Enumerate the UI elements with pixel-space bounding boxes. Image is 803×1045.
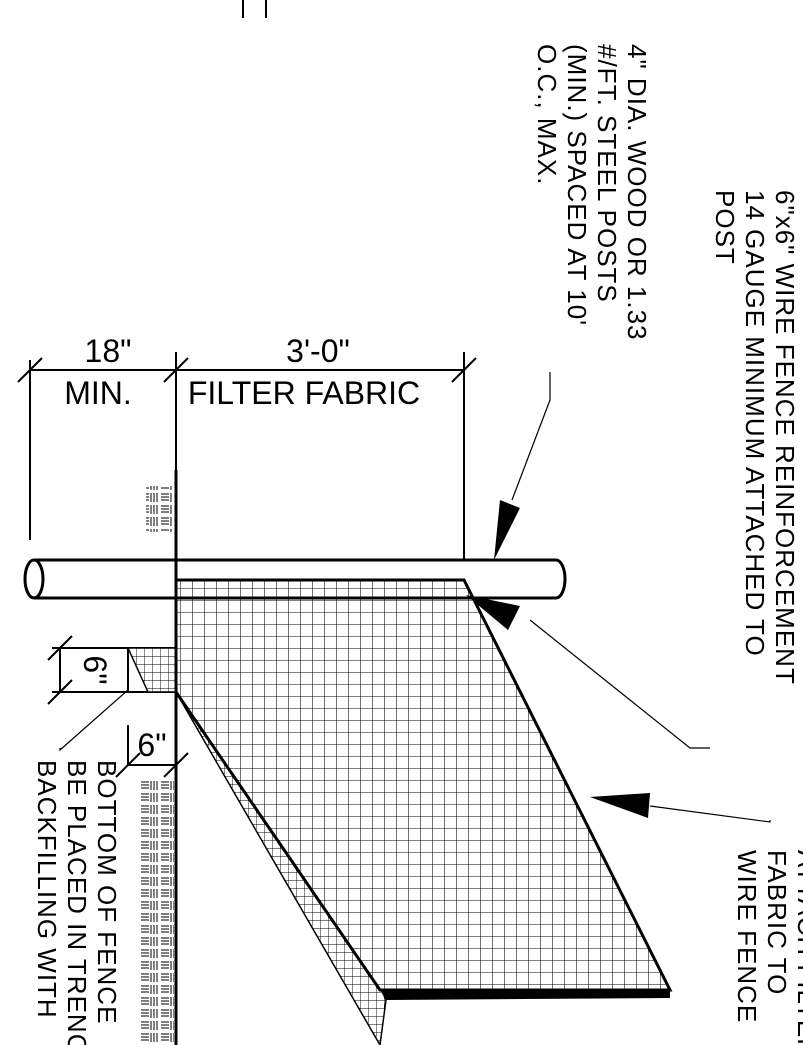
dim-trench-width: 6" [137,727,166,763]
note-attach: ATTACH FILTER FABRIC TO WIRE FENCE [732,850,803,1045]
wire-mesh-icon [174,578,673,992]
dim-18-label: MIN. [64,375,132,411]
svg-text:14 GAUGE MINIMUM ATTACHED TO: 14 GAUGE MINIMUM ATTACHED TO [740,190,770,657]
svg-text:ATTACH FILTER: ATTACH FILTER [792,850,803,1045]
dim-18-value: 18" [85,333,132,369]
svg-text:#/FT. STEEL POSTS: #/FT. STEEL POSTS [592,44,622,303]
svg-text:BE PLACED IN TRENCH: BE PLACED IN TRENCH [62,760,92,1045]
leader-arrow-icon [59,372,771,823]
fabric-bottom-edge [380,990,670,1000]
svg-text:BOTTOM OF FENCE: BOTTOM OF FENCE [92,760,122,1024]
top-ticks [242,0,267,18]
svg-text:POST: POST [710,190,740,265]
svg-text:BACKFILLING WITH: BACKFILLING WITH [32,760,62,1019]
svg-text:WIRE FENCE: WIRE FENCE [732,850,762,1023]
dim-trench-depth: 6" [77,655,113,684]
note-posts: 4" DIA. WOOD OR 1.33 #/FT. STEEL POSTS (… [532,44,652,341]
svg-text:(MIN.) SPACED AT 10': (MIN.) SPACED AT 10' [562,44,592,326]
note-wire: 6"x6" WIRE FENCE REINFORCEMENT 14 GAUGE … [710,190,800,685]
ground-hatch-icon [138,486,174,1045]
svg-text:6"x6" WIRE FENCE REINFORCEMENT: 6"x6" WIRE FENCE REINFORCEMENT [770,190,800,685]
dim-fabric-value: 3'-0" [286,333,350,369]
fabric-trench-portion [126,647,177,693]
svg-text:4" DIA. WOOD OR 1.33: 4" DIA. WOOD OR 1.33 [622,44,652,341]
svg-text:O.C., MAX.: O.C., MAX. [532,44,562,185]
post-icon [23,558,567,600]
dimension-lines-trench [47,635,189,778]
dimension-lines-top [17,352,477,560]
svg-text:FABRIC TO: FABRIC TO [762,850,792,995]
note-bottom: BOTTOM OF FENCE BE PLACED IN TRENCH BACK… [32,760,122,1045]
dim-fabric-label: FILTER FABRIC [188,375,420,411]
